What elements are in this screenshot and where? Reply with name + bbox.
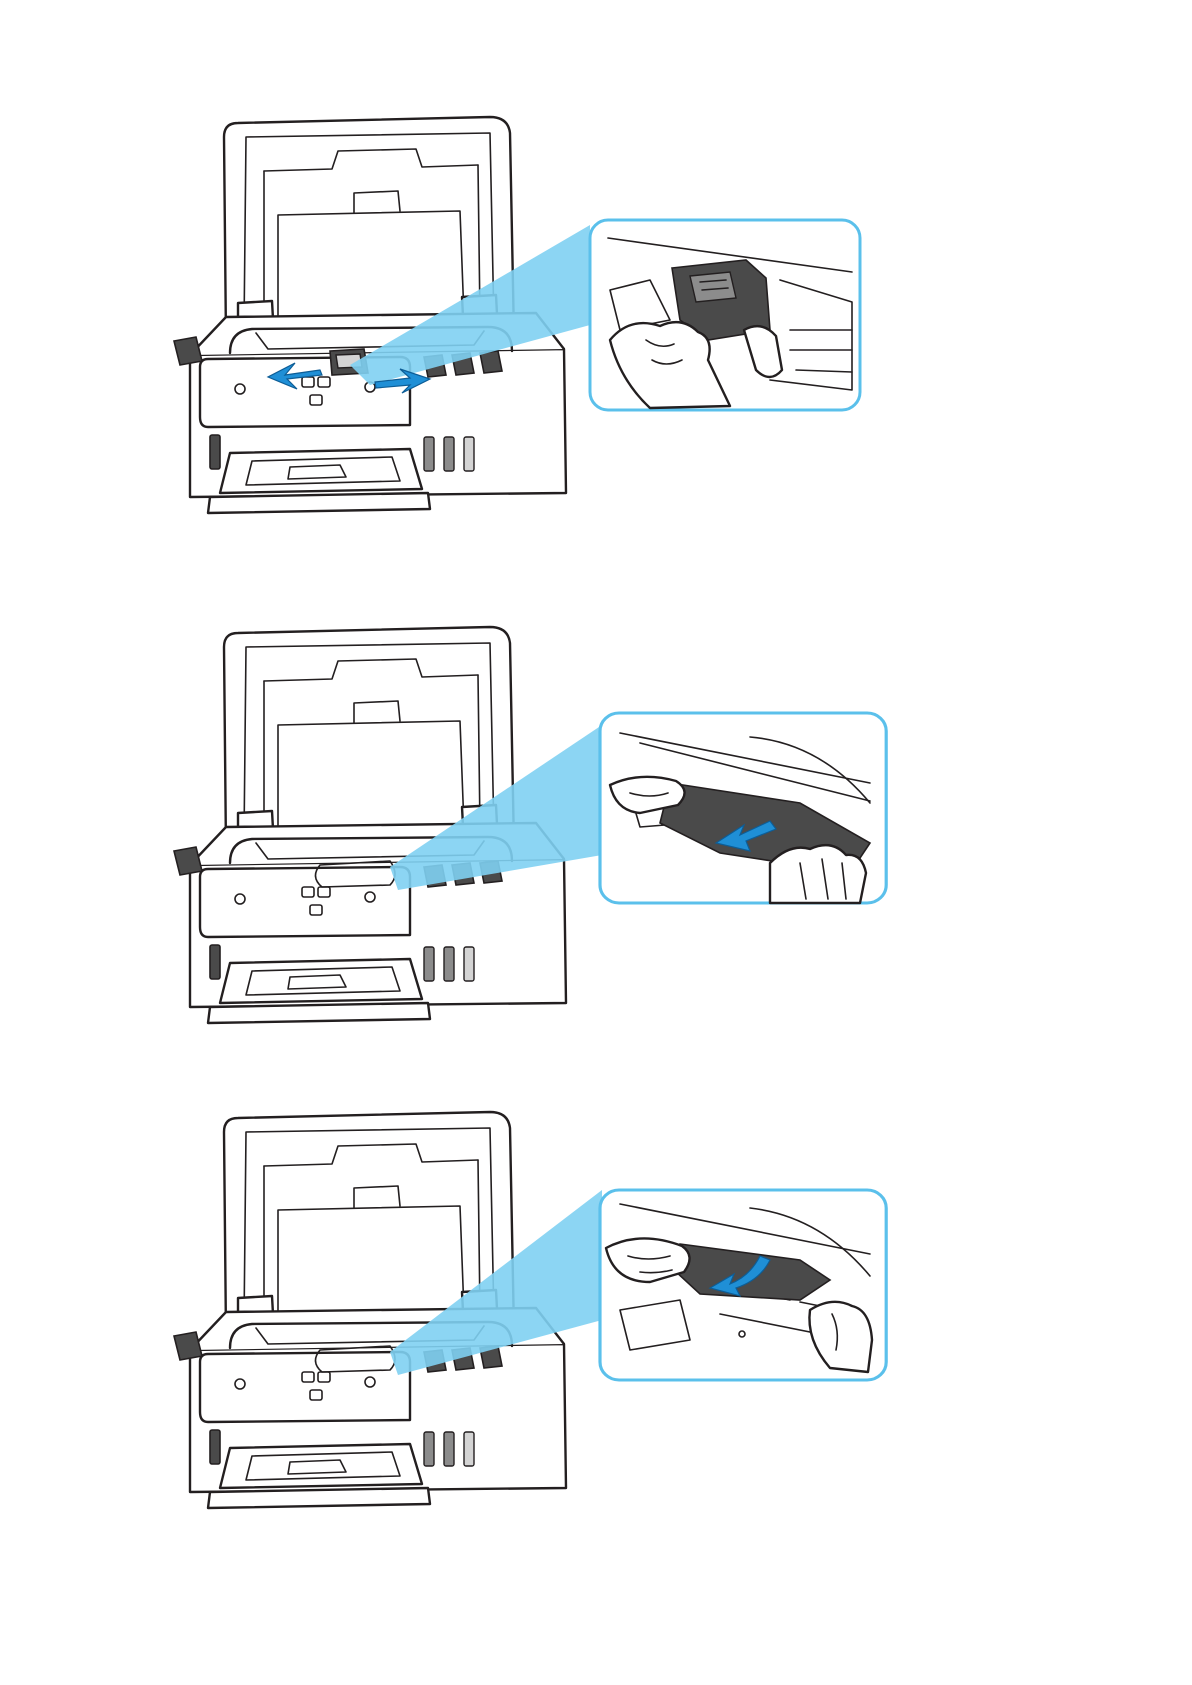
inset-detail — [590, 220, 860, 410]
figure-pull-out-jammed-paper — [150, 605, 890, 1035]
inset-detail — [600, 713, 886, 903]
figure-remove-paper-from-rollers — [150, 1090, 890, 1520]
inset-detail — [600, 1190, 886, 1380]
figure-move-print-head-holder — [150, 95, 880, 525]
